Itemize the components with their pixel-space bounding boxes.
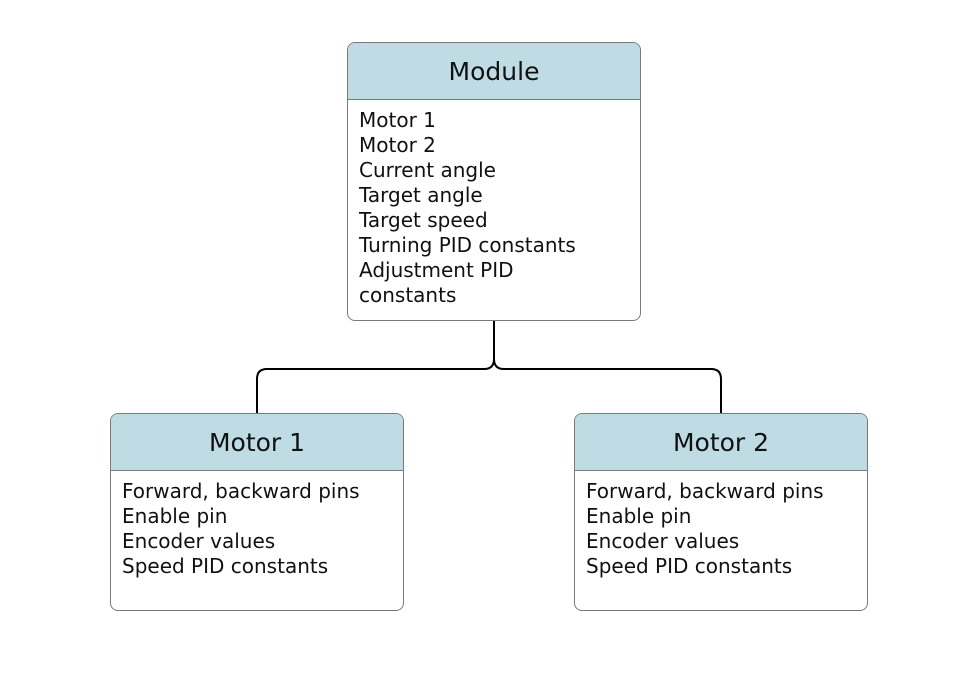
module-node-title: Module	[348, 43, 640, 100]
attribute-line: Adjustment PID	[359, 258, 514, 282]
motor2-node: Motor 2 Forward, backward pins Enable pi…	[574, 413, 868, 611]
attribute-line: Current angle	[359, 158, 496, 182]
attribute-line: Enable pin	[586, 504, 692, 528]
attribute-line: Motor 2	[359, 133, 436, 157]
attribute-line: Target speed	[359, 208, 488, 232]
module-node-attributes: Motor 1 Motor 2 Current angle Target ang…	[348, 100, 640, 308]
attribute-line: Turning PID constants	[359, 233, 576, 257]
motor1-node: Motor 1 Forward, backward pins Enable pi…	[110, 413, 404, 611]
attribute-line: constants	[359, 283, 457, 307]
connector-module-to-motor2	[493, 321, 722, 413]
attribute-line: Speed PID constants	[586, 554, 793, 578]
attribute-line: Target angle	[359, 183, 483, 207]
attribute-line: Encoder values	[586, 529, 740, 553]
motor2-node-attributes: Forward, backward pins Enable pin Encode…	[575, 471, 867, 579]
attribute-line: Forward, backward pins	[586, 479, 824, 503]
attribute-line: Speed PID constants	[122, 554, 329, 578]
attribute-line: Motor 1	[359, 108, 436, 132]
attribute-line: Enable pin	[122, 504, 228, 528]
attribute-line: Encoder values	[122, 529, 276, 553]
motor1-node-title: Motor 1	[111, 414, 403, 471]
motor1-node-attributes: Forward, backward pins Enable pin Encode…	[111, 471, 403, 579]
connector-module-to-motor1	[256, 321, 495, 413]
module-node: Module Motor 1 Motor 2 Current angle Tar…	[347, 42, 641, 321]
motor2-node-title: Motor 2	[575, 414, 867, 471]
attribute-line: Forward, backward pins	[122, 479, 360, 503]
